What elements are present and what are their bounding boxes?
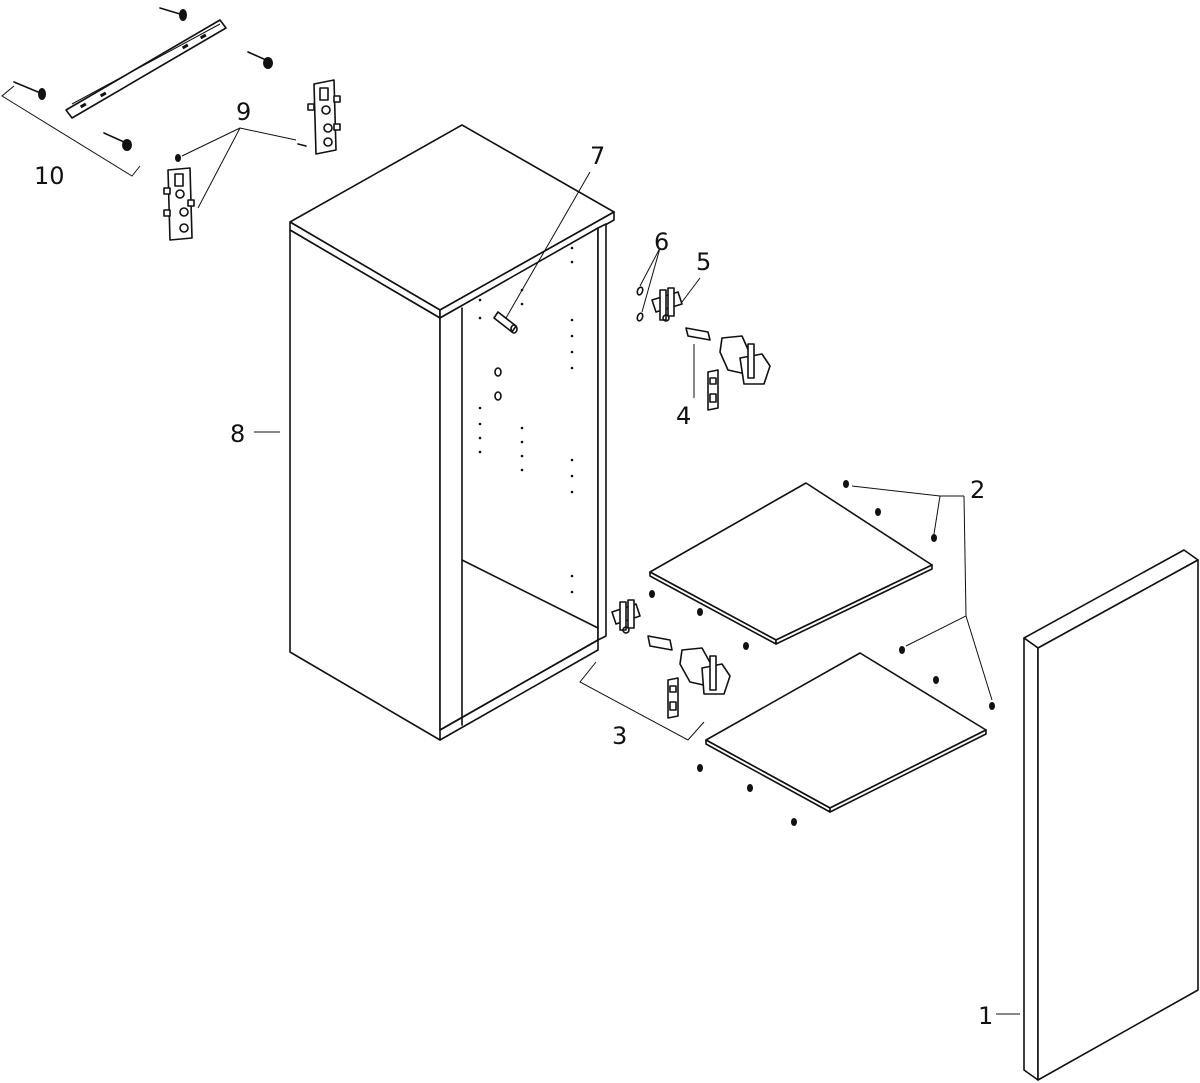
callout-6: 6 [654, 228, 669, 256]
lower-shelf [705, 652, 987, 813]
cabinet-body [289, 124, 615, 741]
cabinet-side-panel [289, 229, 441, 741]
screw [103, 132, 132, 151]
callout-8: 8 [230, 420, 245, 448]
rail-slots [79, 33, 207, 109]
hinge-plate [611, 599, 641, 634]
hinge-cover [647, 635, 673, 651]
leader-line-7 [505, 171, 591, 319]
screw [247, 51, 273, 69]
wall-rail-assembly [13, 7, 273, 151]
upper-hinge-set [636, 286, 771, 411]
callout-3: 3 [612, 722, 627, 750]
leader-line-6 [639, 247, 661, 313]
screw [13, 81, 46, 100]
wall-rail [65, 19, 227, 119]
leader-line-3 [579, 661, 705, 741]
callout-1: 1 [978, 1002, 993, 1030]
leader-line-9 [181, 127, 297, 209]
hanging-bracket-right [297, 79, 341, 155]
washer [636, 286, 644, 296]
mounting-bracket [667, 677, 679, 719]
shelf-pins [697, 480, 995, 826]
hanging-bracket-left [163, 154, 195, 241]
callout-5: 5 [696, 248, 711, 276]
mounting-bracket [707, 369, 719, 411]
leader-line-10 [1, 85, 141, 177]
callout-9: 9 [236, 98, 251, 126]
dowel [493, 311, 518, 334]
callout-2: 2 [970, 476, 985, 504]
callout-4: 4 [676, 402, 691, 430]
hinge-cover [685, 327, 711, 341]
leader-line-5 [681, 277, 701, 303]
screw [159, 7, 187, 21]
door-panel [1023, 549, 1199, 1081]
hinge-plate [651, 287, 683, 322]
shelf-pin-holes [478, 246, 574, 594]
washer [636, 312, 644, 322]
callout-10: 10 [34, 162, 65, 190]
leader-line-2 [851, 485, 993, 701]
callout-7: 7 [590, 142, 605, 170]
hinge-cup [719, 335, 771, 385]
hinge-cup [679, 647, 731, 695]
upper-shelf [649, 482, 933, 645]
lower-hinge-set [611, 590, 749, 719]
